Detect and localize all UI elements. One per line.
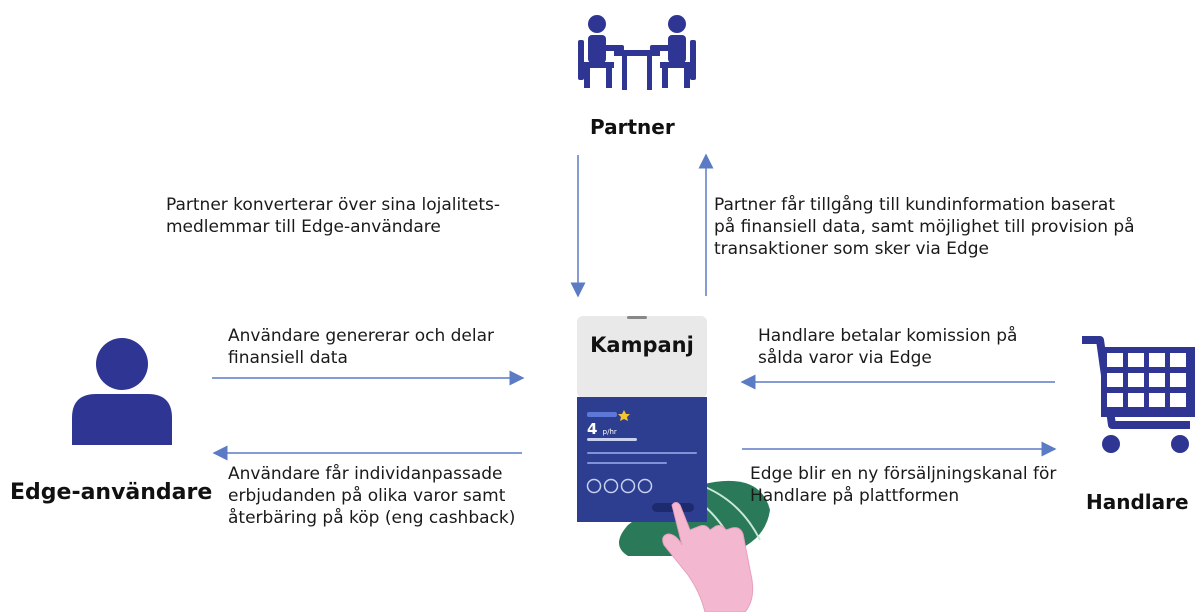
price-value: 4 p/hr <box>587 420 617 438</box>
flow-edge-to-user: Användare får individanpassade erbjudand… <box>228 464 516 528</box>
price-unit: p/hr <box>602 428 617 436</box>
flow-merchant-to-edge: Handlare betalar komission på sålda varo… <box>758 326 1018 368</box>
campaign-title: Kampanj <box>590 333 694 357</box>
user-title: Edge-användare <box>10 480 213 505</box>
phone-illustration <box>577 316 770 612</box>
meeting-icon <box>578 15 696 90</box>
partner-title: Partner <box>590 115 675 139</box>
merchant-title: Handlare <box>1086 490 1189 514</box>
flow-edge-to-merchant: Edge blir en ny försäljningskanal för Ha… <box>750 464 1057 506</box>
hand-icon <box>662 502 754 612</box>
user-icon <box>72 338 172 445</box>
flow-user-to-edge: Användare genererar och delar finansiell… <box>228 326 495 368</box>
price-number: 4 <box>587 420 598 438</box>
flow-partner-to-edge: Partner konverterar över sina lojalitets… <box>166 195 501 237</box>
flow-edge-to-partner: Partner får tillgång till kundinformatio… <box>714 195 1135 259</box>
shopping-cart-icon <box>1082 336 1195 453</box>
